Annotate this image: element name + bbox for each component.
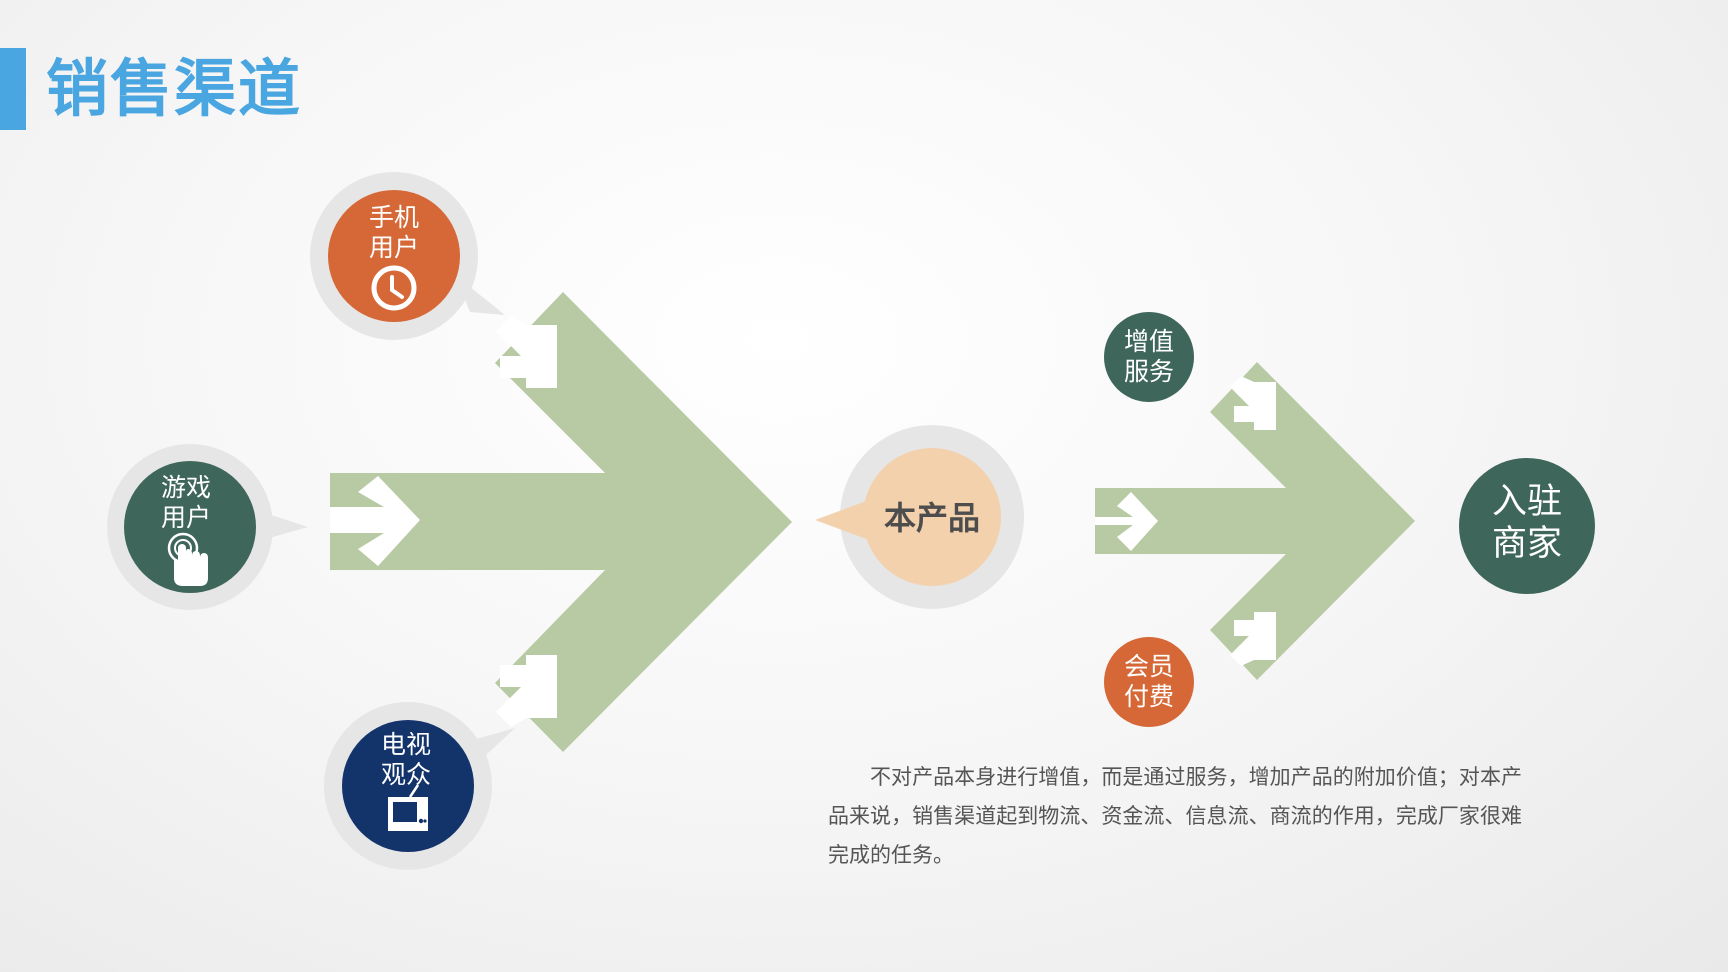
game-users-node: [107, 444, 308, 610]
merchant-label: 入驻 商家: [1491, 482, 1562, 564]
title-accent-bar: [0, 48, 26, 130]
phone-users-node: [310, 172, 505, 340]
tv-viewers-label: 电视 观众: [380, 730, 431, 789]
main-arrow-chevrons: [330, 316, 557, 727]
product-label: 本产品: [883, 499, 980, 537]
secondary-arrow-chevrons: [1095, 376, 1276, 666]
product-node: [815, 425, 1024, 609]
touch-hand-icon: [167, 532, 208, 586]
membership-node: [1104, 637, 1194, 727]
value-added-label: 增值 服务: [1123, 327, 1174, 386]
clock-icon: [371, 265, 417, 311]
tv-icon: [388, 784, 428, 831]
membership-label: 会员 付费: [1123, 652, 1174, 711]
merchant-node: [1459, 458, 1595, 594]
description-text: 不对产品本身进行增值，而是通过服务，增加产品的附加价值；对本产品来说，销售渠道起…: [828, 765, 1522, 867]
game-users-label: 游戏 用户: [160, 473, 211, 532]
main-arrow: [330, 292, 792, 752]
page-title: 销售渠道: [46, 52, 303, 125]
secondary-arrow: [1095, 362, 1415, 680]
tv-viewers-node: [324, 702, 515, 870]
phone-users-label: 手机 用户: [368, 203, 419, 262]
value-added-node: [1104, 312, 1194, 402]
